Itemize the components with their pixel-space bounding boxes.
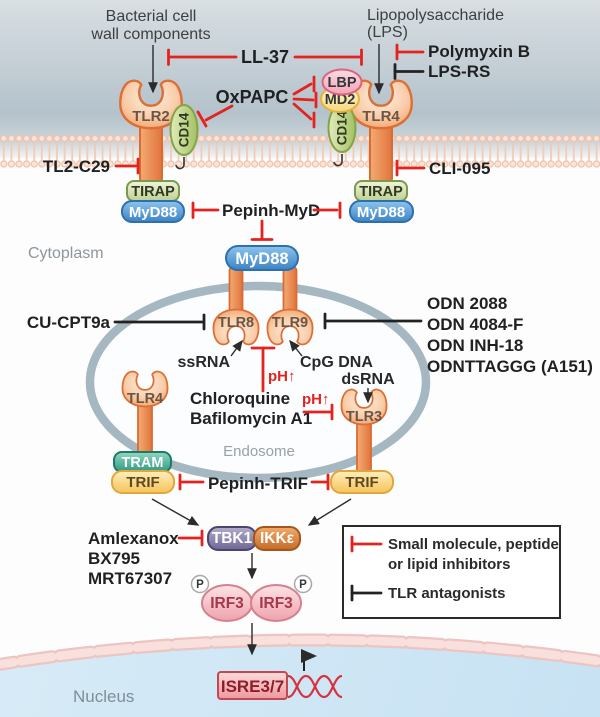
tirap-tlr4-label: TIRAP — [359, 184, 403, 200]
trif-tlr3-label: TRIF — [345, 474, 378, 491]
trif-tlr4-label: TRIF — [126, 474, 159, 491]
amlexanox-inhibition-connector — [177, 529, 204, 547]
tlr4-endo-label: TLR4 — [127, 391, 163, 407]
odn-ttaggg-label: ODNTTAGGG (A151) — [427, 357, 593, 376]
trif-box-tlr3 — [330, 470, 394, 494]
cd14-tlr4-label: CD14 — [335, 110, 350, 145]
nucleus-label: Nucleus — [73, 687, 134, 706]
ll37-inhibition-connector — [167, 48, 363, 66]
cytoplasm-label: Cytoplasm — [28, 245, 104, 262]
bafilomycin-label: Bafilomycin A1 — [190, 409, 312, 428]
cli-095-label: CLI-095 — [429, 159, 490, 178]
dsrna-label: dsRNA — [341, 371, 395, 388]
tirap-tlr2-label: TIRAP — [131, 184, 175, 200]
pepinh-myd-label: Pepinh-MyD — [222, 201, 320, 220]
mrt67307-label: MRT67307 — [88, 569, 172, 588]
cpg-to-tlr9-arrow — [289, 339, 303, 357]
tlr8-stem — [228, 265, 244, 317]
odn-2088-label: ODN 2088 — [427, 294, 507, 313]
transcription-start-arrow — [301, 649, 317, 671]
tlr3-label: TLR3 — [346, 409, 382, 425]
lps-label-line1: Lipopolysaccharide — [367, 7, 504, 24]
cd14-tlr2-label: CD14 — [177, 112, 192, 147]
phospho-circle-right — [293, 574, 313, 594]
myd88-box-tlr2 — [121, 200, 185, 223]
ssrna-label: ssRNA — [178, 354, 231, 371]
trif-tlr4-to-tbk1-arrow — [151, 498, 200, 526]
pepinh-trif-inhibition-connectors — [178, 473, 330, 491]
legend-red-label-line2: or lipid inhibitors — [388, 556, 511, 573]
chloroquine-label: Chloroquine — [190, 389, 290, 408]
ph-inhibition-connector-central — [250, 346, 276, 393]
ikk-epsilon-box — [253, 526, 301, 551]
legend-box: Small molecule, peptide or lipid inhibit… — [342, 525, 561, 619]
odn-inh18-label: ODN INH-18 — [427, 336, 523, 355]
cu-cpt9a-label: CU-CPT9a — [27, 313, 111, 332]
plasma-membrane — [0, 130, 600, 170]
bx795-label: BX795 — [88, 549, 140, 568]
endosome-membrane — [85, 281, 431, 483]
tlr2-label: TLR2 — [132, 108, 170, 125]
tl2-c29-label: TL2-C29 — [43, 157, 110, 176]
ph-up-tlr3-label: pH↑ — [302, 391, 330, 408]
phospho-right-label: P — [299, 579, 307, 591]
ph-up-central-label: pH↑ — [268, 368, 296, 385]
lbp-oval — [321, 68, 363, 96]
dna-helix-icon — [287, 674, 343, 699]
lbp-label: LBP — [328, 75, 357, 91]
ll37-label: LL-37 — [241, 47, 289, 67]
polymyxin-inhibition-connector — [395, 43, 425, 61]
cpg-dna-label: CpG DNA — [300, 354, 373, 371]
myd88-box-central — [225, 245, 299, 271]
pepinh-myd-inhibition-connectors — [191, 201, 342, 241]
tlr9-label: TLR9 — [272, 315, 308, 331]
legend-black-label: TLR antagonists — [388, 585, 506, 602]
phospho-left-label: P — [196, 579, 204, 591]
isre-gene-box — [217, 671, 288, 700]
oxpapc-label: OxPAPC — [216, 87, 289, 107]
tlr9-stem — [282, 265, 298, 317]
myd88-tlr2-label: MyD88 — [129, 204, 177, 221]
irf3-right-label: IRF3 — [259, 595, 293, 612]
irf3-left-label: IRF3 — [210, 595, 244, 612]
gpi-anchor-icon — [333, 154, 343, 167]
bacterial-label-line1: Bacterial cell — [106, 8, 197, 25]
tram-label: TRAM — [122, 455, 164, 471]
gpi-anchor-icon — [175, 157, 185, 170]
cucpt9a-antagonist-connector — [113, 313, 206, 331]
irf3-right-oval — [250, 584, 302, 622]
tbk1-label: TBK1 — [212, 530, 253, 547]
amlexanox-label: Amlexanox — [88, 529, 179, 548]
tlr8-label: TLR8 — [218, 315, 254, 331]
ssrna-to-tlr8-arrow — [230, 339, 243, 357]
bacterial-label-line2: wall components — [90, 26, 210, 43]
legend-red-label-line1: Small molecule, peptide — [388, 536, 559, 553]
cli095-inhibition-connector — [395, 159, 426, 177]
bafilomycin-inhibition-connector — [302, 403, 334, 421]
trif-box-tlr4 — [111, 470, 175, 494]
pepinh-trif-label: Pepinh-TRIF — [208, 474, 308, 493]
md2-label: MD2 — [325, 92, 356, 108]
myd88-box-tlr4 — [349, 200, 414, 223]
lpsrs-antagonist-connector — [393, 63, 425, 80]
trif-tlr3-to-tbk1-arrow — [307, 498, 352, 526]
lps-label-line2: (LPS) — [367, 24, 408, 41]
myd88-tlr4-label: MyD88 — [357, 204, 405, 221]
tl2c29-inhibition-connector — [114, 157, 140, 175]
myd88-central-label: MyD88 — [235, 250, 288, 268]
phospho-circle-left — [190, 574, 210, 594]
lps-rs-label: LPS-RS — [428, 62, 490, 81]
isre-label: ISRE3/7 — [221, 677, 284, 696]
tlr4-label: TLR4 — [362, 108, 400, 125]
oxpapc-inhibition-connectors — [196, 75, 318, 129]
endosome-label: Endosome — [223, 443, 295, 460]
ikk-epsilon-label: IKKε — [260, 530, 295, 547]
polymyxin-b-label: Polymyxin B — [428, 42, 530, 61]
cd14-oval-tlr2 — [169, 104, 199, 156]
odn-antagonist-connector — [323, 312, 423, 330]
odn-4084f-label: ODN 4084-F — [427, 315, 523, 334]
